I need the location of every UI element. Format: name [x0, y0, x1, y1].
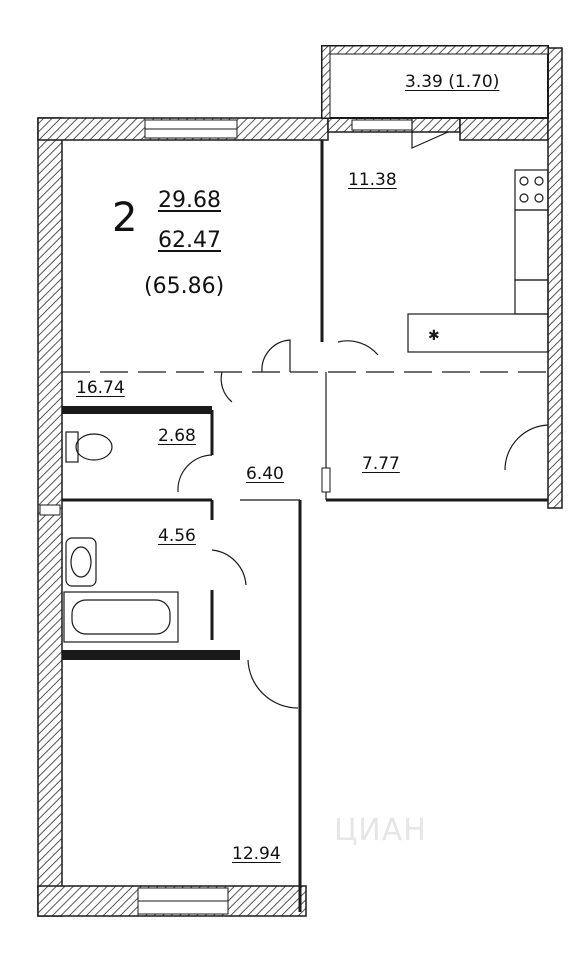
door-living-room: [261, 339, 291, 373]
toilet-area: 2.68: [158, 426, 196, 446]
door-corridor: [220, 371, 233, 403]
room-count: 2: [112, 195, 138, 241]
balcony: [321, 45, 549, 149]
total-area: 62.47: [158, 228, 221, 253]
door-kitchen: [337, 340, 379, 356]
balcony-area: 3.39 (1.70): [405, 72, 500, 92]
bedroom-area: 12.94: [232, 844, 281, 864]
windows: [39, 119, 413, 915]
window-left: [39, 504, 61, 516]
bathroom-area: 4.56: [158, 526, 196, 546]
counter: [407, 313, 549, 353]
toilet-bowl-icon: [75, 433, 113, 461]
kitchen-fixtures: ✱: [407, 169, 549, 353]
bathroom-fixtures: [63, 537, 179, 643]
interior-walls: [62, 140, 548, 912]
living-room-area: 16.74: [76, 378, 125, 398]
total-with-balcony: (65.86): [144, 274, 225, 299]
stove-icon: [514, 169, 549, 211]
door-bedroom: [247, 659, 299, 709]
door-bathroom: [211, 549, 247, 586]
wall-right: [547, 47, 563, 509]
window-kitchen: [351, 119, 413, 131]
watermark: ЦИАН: [334, 813, 427, 848]
fridge-icon: [514, 279, 549, 315]
balcony-door: [411, 118, 449, 149]
washbasin-icon: [65, 537, 97, 587]
corridor-area: 6.40: [246, 464, 284, 484]
sink-icon: ✱: [428, 328, 440, 344]
hall-area: 7.77: [362, 454, 400, 474]
door-entrance: [504, 424, 549, 471]
toilet-tank-icon: [65, 431, 79, 463]
doors: [177, 339, 549, 709]
wall-top-right: [459, 117, 549, 141]
living-area: 29.68: [158, 188, 221, 213]
wall-left: [37, 117, 63, 917]
toilet-fixture: [65, 431, 113, 463]
kitchen-area: 11.38: [348, 170, 397, 190]
door-toilet: [177, 454, 213, 493]
bathtub-icon: [63, 591, 179, 643]
